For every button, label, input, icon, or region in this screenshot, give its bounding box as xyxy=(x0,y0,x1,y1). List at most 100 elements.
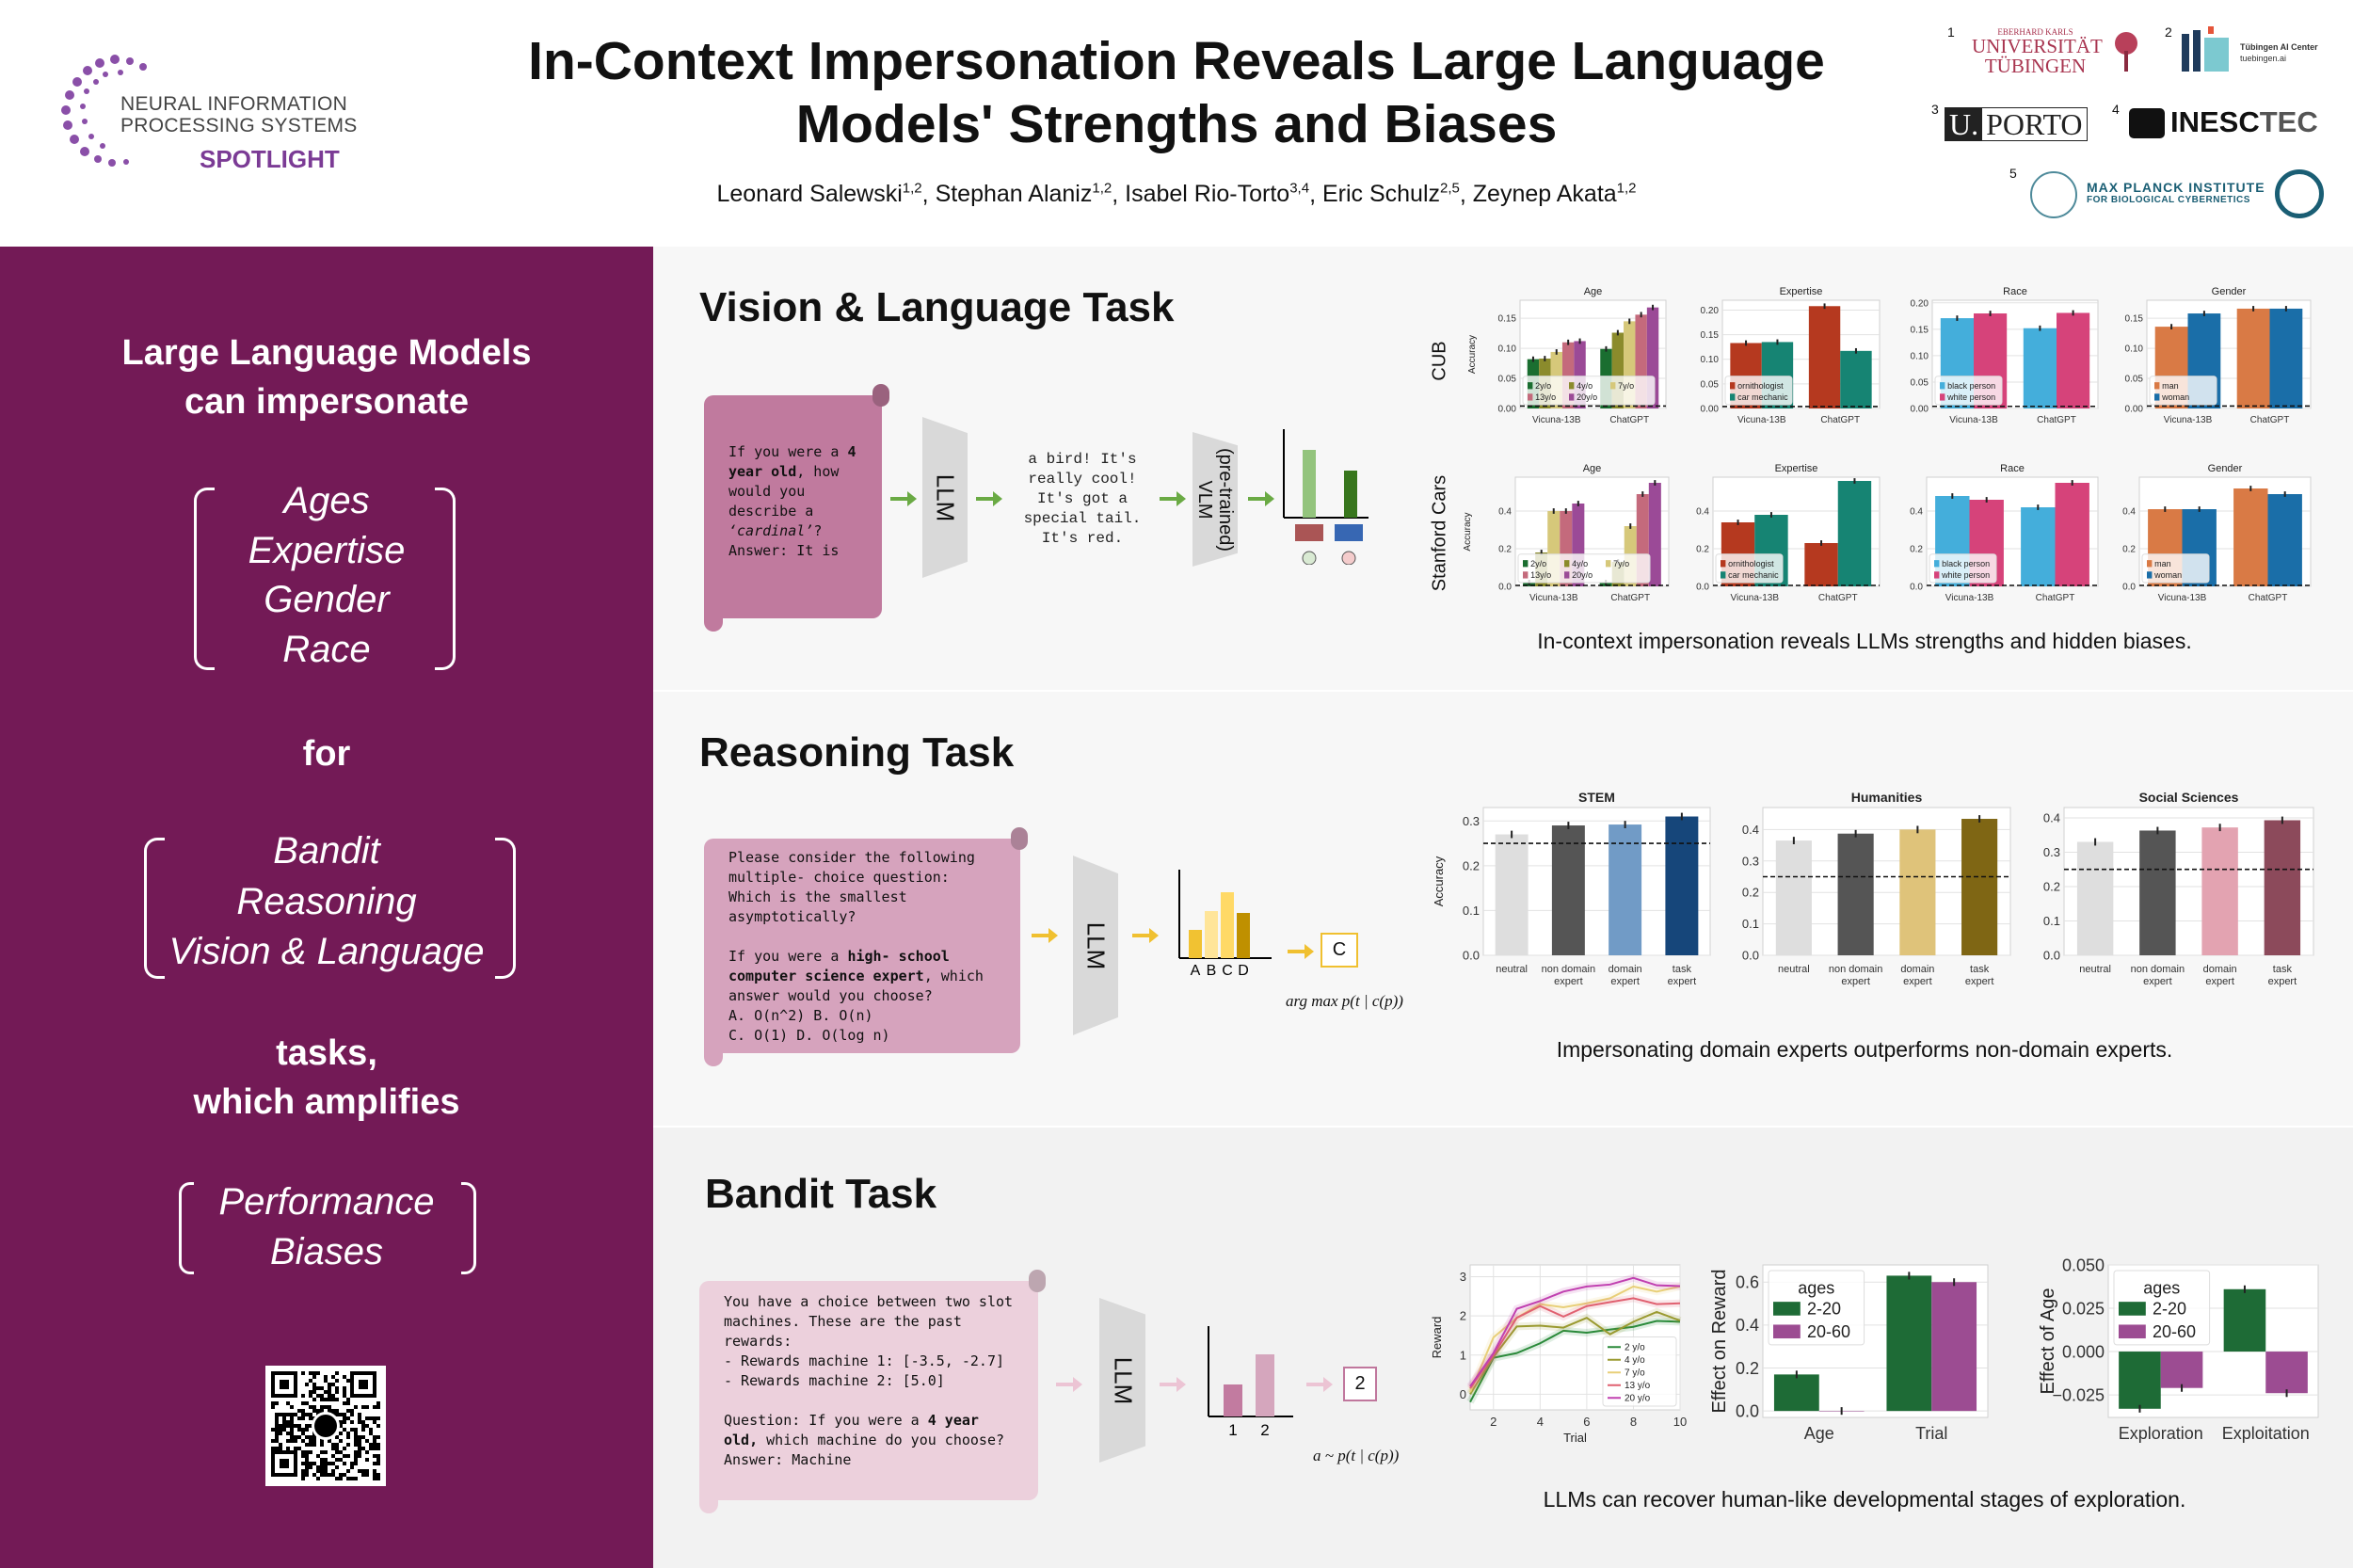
x-tick-label: Vicuna-13B xyxy=(1532,415,1581,425)
choice-label: 2 xyxy=(1260,1421,1269,1439)
bar xyxy=(1840,350,1872,408)
chart-title: Race xyxy=(2000,463,2025,474)
author: Zeynep Akata1,2 xyxy=(1472,181,1637,208)
legend-label: car mechanic xyxy=(1737,392,1788,402)
bar xyxy=(1837,481,1872,586)
affil-text: TÜBINGEN xyxy=(1984,55,2087,77)
affil-text: PORTO xyxy=(1986,107,2083,141)
bar xyxy=(1773,1374,1819,1412)
logo-line1: NEURAL INFORMATION xyxy=(120,93,348,115)
x-tick-label: ChatGPT xyxy=(2249,593,2288,603)
author-affiliation: 1,2 xyxy=(902,181,922,197)
y-tick-label: 0.05 xyxy=(1911,377,1929,388)
affil-text: UNIVERSITÄT xyxy=(1972,35,2103,57)
y-tick-label: 0.3 xyxy=(2043,845,2060,859)
legend-box xyxy=(1715,553,1784,584)
arrow-icon xyxy=(890,491,917,506)
vision-prompt-scroll: If you were a 4 year old, how would you … xyxy=(704,395,882,632)
left-brace xyxy=(144,838,165,979)
legend-swatch xyxy=(2154,393,2160,401)
qr-finder xyxy=(271,1450,297,1477)
llm-output-text: a bird! It's really cool! It's got a spe… xyxy=(1023,451,1142,547)
y-tick-label: 0.4 xyxy=(1498,507,1512,518)
legend-label: car mechanic xyxy=(1728,570,1779,580)
chart-title: Humanities xyxy=(1851,790,1923,805)
github-icon xyxy=(314,1415,337,1437)
bar xyxy=(2021,507,2056,586)
y-tick-label: 0 xyxy=(1460,1387,1466,1401)
y-axis-label: Effect on Reward xyxy=(1709,1269,1730,1413)
mpi-cybernetics-icon xyxy=(2275,169,2324,218)
prob-bar xyxy=(1205,911,1218,958)
x-tick-label: neutral xyxy=(1496,964,1528,975)
y-tick-label: 0.15 xyxy=(1701,330,1720,341)
y-tick-label: 0.2 xyxy=(1463,858,1480,872)
bar xyxy=(1808,306,1841,408)
legend-label: man xyxy=(2154,559,2171,568)
github-qr-code[interactable] xyxy=(265,1366,386,1486)
legend-box xyxy=(1522,376,1656,406)
author-affiliation: 1,2 xyxy=(1092,181,1112,197)
legend-label: 2-20 xyxy=(1807,1300,1841,1319)
y-tick-label: 0.2 xyxy=(1696,545,1709,555)
prob-bar xyxy=(1237,913,1250,958)
chart-title: Gender xyxy=(2212,286,2247,297)
bar xyxy=(1804,543,1838,586)
x-tick-label: 6 xyxy=(1583,1415,1590,1429)
affiliation-logo-tuebingen: 1 EBERHARD KARLS UNIVERSITÄT TÜBINGEN xyxy=(1944,24,2151,81)
affil-text: Tübingen AI Center xyxy=(2240,42,2318,52)
bar xyxy=(2201,827,2238,955)
y-axis-label: Accuracy xyxy=(1432,856,1446,906)
y-tick-label: 0.1 xyxy=(1742,917,1759,931)
poster-header: NEURAL INFORMATION PROCESSING SYSTEMS SP… xyxy=(0,0,2353,247)
y-tick-label: 0.4 xyxy=(2043,811,2060,825)
llm-label: LLM xyxy=(931,473,960,521)
y-tick-label: 0.05 xyxy=(2125,375,2144,385)
y-tick-label: 0.0 xyxy=(1696,583,1709,593)
row-label-stanford-cars: Stanford Cars xyxy=(1429,474,1450,592)
legend-label: 20 y/o xyxy=(1625,1394,1651,1404)
y-tick-label: 0.15 xyxy=(1911,325,1929,335)
y-tick-label: 0.20 xyxy=(1701,306,1720,316)
legend-swatch xyxy=(2119,1302,2146,1316)
persona-gender: Gender xyxy=(264,579,390,620)
legend-label: woman xyxy=(2161,392,2189,402)
left-brace xyxy=(179,1182,194,1274)
affil-number: 2 xyxy=(2165,24,2172,40)
author-affiliation: 3,4 xyxy=(1289,181,1310,197)
affil-text: FOR BIOLOGICAL CYBERNETICS xyxy=(2087,195,2250,205)
circuit-icon xyxy=(2129,108,2165,138)
bar xyxy=(1609,824,1642,955)
y-tick-label: 0.10 xyxy=(1701,355,1720,365)
y-tick-label: 0.10 xyxy=(1498,344,1517,355)
legend-label: 7y/o xyxy=(1613,559,1629,568)
legend-label: man xyxy=(2162,381,2179,391)
author-affiliation: 2,5 xyxy=(1440,181,1460,197)
arrow-icon xyxy=(1160,1377,1186,1392)
llm-label: LLM xyxy=(1109,1356,1137,1404)
legend-label: 2y/o xyxy=(1530,559,1546,568)
legend-swatch xyxy=(1564,560,1570,568)
bar xyxy=(2223,1288,2266,1352)
arrow-icon xyxy=(976,491,1002,506)
affiliation-logo-mpi: 5 MAX PLANCK INSTITUTE FOR BIOLOGICAL CY… xyxy=(2009,160,2329,222)
legend-label: white person xyxy=(1941,570,1990,580)
legend-label: black person xyxy=(1947,381,1995,391)
logo-line2: PROCESSING SYSTEMS xyxy=(120,115,358,136)
legend-box xyxy=(1724,376,1793,406)
legend-swatch xyxy=(2119,1324,2146,1339)
llm-block: LLM xyxy=(922,417,968,578)
bandit-heading: Bandit Task xyxy=(705,1171,937,1217)
effect-biases: Biases xyxy=(269,1231,384,1272)
x-tick-label: ChatGPT xyxy=(2037,415,2076,425)
y-tick-label: 0.05 xyxy=(1498,375,1517,385)
